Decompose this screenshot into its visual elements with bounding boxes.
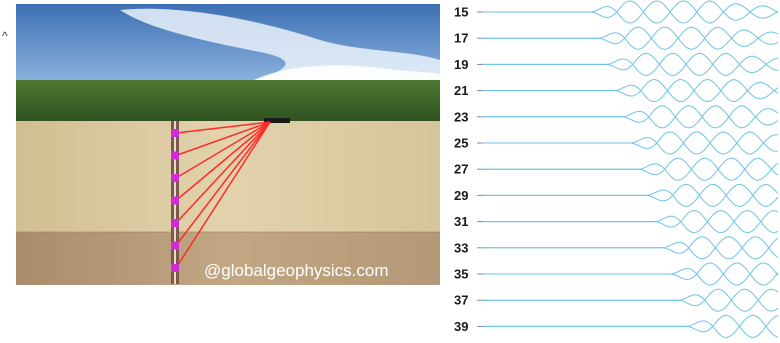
seismic-trace [483,131,779,155]
ray-path [175,121,271,224]
seismic-trace [483,0,779,24]
trace-label: 19 [454,57,468,72]
receiver-marker [171,129,179,137]
trace-label: 37 [454,293,468,308]
trace-label: 15 [454,5,468,20]
ray-paths [175,121,271,269]
trace-label: 23 [454,109,468,124]
trace-label: 39 [454,319,468,334]
ray-path [175,121,271,179]
receiver-marker [171,241,179,250]
trace-label: 31 [454,214,468,229]
seismic-traces: 15 17 19 21 23 25 27 29 31 33 35 37 39 [454,0,779,338]
seismic-trace [483,288,779,312]
seismic-trace [483,105,779,129]
seismic-trace [483,183,779,207]
lower-soil-layer [16,232,440,285]
seismic-trace [483,314,779,338]
seismic-trace [483,79,779,103]
ray-path [175,121,271,269]
ray-path [175,121,271,202]
trace-label: 35 [454,267,468,282]
ray-path [175,121,271,157]
ray-path [175,121,271,246]
trace-label: 17 [454,31,468,46]
receiver-marker [171,219,179,227]
ground-cross-section: @globalgeophysics.com [16,4,440,285]
seismic-trace [483,52,779,76]
trace-label: 21 [454,83,468,98]
trace-label: 29 [454,188,468,203]
trace-label: 27 [454,162,468,177]
receiver-marker [171,196,179,205]
receiver-marker [171,174,179,182]
seismic-trace [483,157,779,181]
receiver-marker [171,264,179,272]
seismic-trace [483,236,779,260]
trace-label: 25 [454,136,468,151]
trace-label: 33 [454,240,468,255]
receiver-marker [171,151,179,160]
seismic-trace [483,210,779,234]
grass-layer [16,80,440,121]
surface-source-plate [264,118,290,123]
watermark: @globalgeophysics.com [204,261,389,280]
cloud [120,8,440,82]
seismic-trace [483,262,779,286]
cloud [250,65,440,82]
ray-path [175,121,271,134]
corner-mark: ^ [2,29,8,43]
seismic-trace [483,26,779,50]
receivers [171,129,179,272]
